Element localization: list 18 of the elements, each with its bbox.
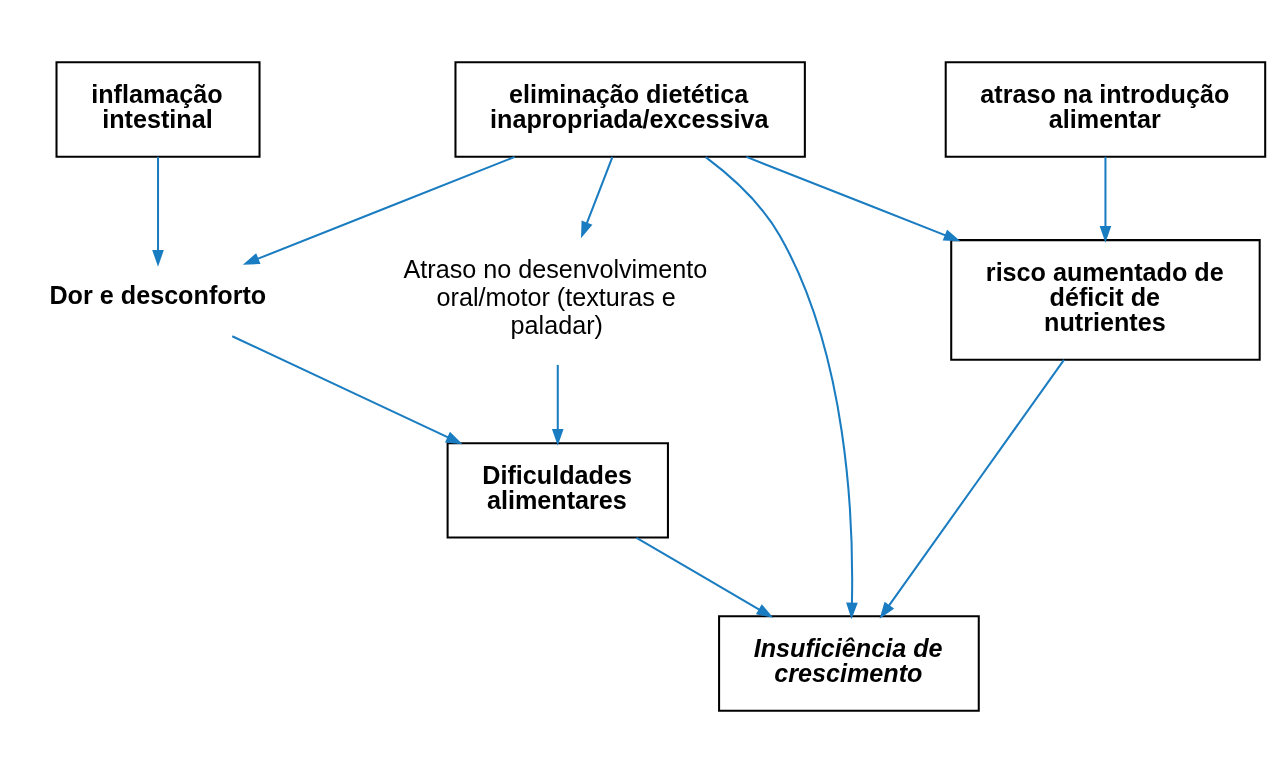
node-text: Dor e desconforto [49,281,267,310]
node-box: Dificuldades alimentares [446,442,669,539]
node-box: risco aumentado de déficit de nutrientes [950,239,1261,361]
arrow [242,155,516,265]
arrow [231,335,463,445]
node-box: atraso na introdução alimentar [944,61,1267,158]
node-text: Atraso no desenvolvimento oral/motor (texturas e paladar) [403,254,708,340]
node-box: eliminação dietética inapropriada/excessiva [454,61,806,158]
arrow [746,155,961,242]
node-box: inflamação intestinal [55,61,261,158]
node-box: Insuficiência de crescimento [718,615,980,712]
arrow [581,156,614,239]
arrow [636,537,774,618]
arrow [551,364,564,446]
arrow [705,156,858,620]
arrow [879,359,1065,619]
arrow [1099,156,1112,243]
arrow [152,156,164,267]
